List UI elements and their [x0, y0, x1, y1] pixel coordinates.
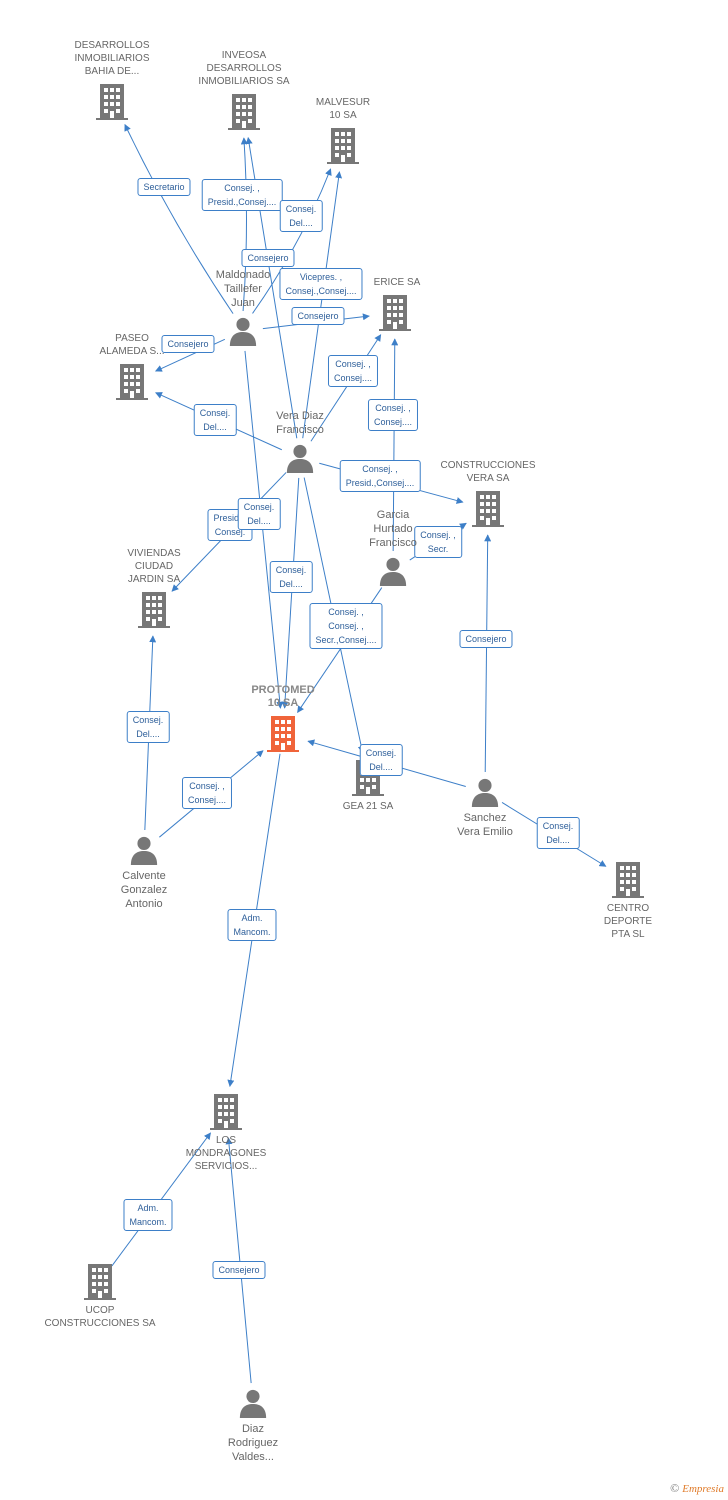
edge-label-diaz-mondragones[interactable]: Consejero: [212, 1261, 266, 1279]
edge-label-garcia-protomed[interactable]: Consej. , Consej. , Secr.,Consej....: [309, 603, 383, 649]
inveosa-building-icon[interactable]: [228, 94, 260, 130]
edge-maldonado-inveosa: [240, 137, 248, 312]
paseo-building-icon[interactable]: [116, 364, 148, 400]
edge-label-calvente-protomed[interactable]: Consej. , Consej....: [181, 777, 233, 809]
edge-label-vera_diaz-protomed[interactable]: Consej. Del....: [237, 498, 281, 530]
copyright: © Empresia: [670, 1481, 724, 1496]
edge-label-maldonado-paseo[interactable]: Consejero: [161, 335, 215, 353]
edge-label-sanchez-centro[interactable]: Consej. Del....: [536, 817, 580, 849]
edge-vera_diaz-inveosa: [245, 136, 298, 439]
edge-sanchez-construcciones: [484, 534, 492, 773]
edge-label-garcia-construcciones[interactable]: Consej. , Secr.: [414, 526, 462, 558]
mondragones-building-icon[interactable]: [210, 1094, 242, 1130]
centro-building-icon[interactable]: [612, 862, 644, 898]
edge-maldonado-malvesur: [252, 168, 332, 314]
edge-garcia-erice: [391, 338, 399, 552]
edge-label-vera_diaz-erice[interactable]: Consej. , Consej....: [327, 355, 379, 387]
edge-label-maldonado-inveosa[interactable]: Consej. , Presid.,Consej....: [201, 179, 283, 211]
calvente-person-icon[interactable]: [130, 836, 158, 865]
edge-label-protomed-mondragones[interactable]: Adm. Mancom.: [227, 909, 277, 941]
viviendas-building-icon[interactable]: [138, 592, 170, 628]
ucop-building-icon[interactable]: [84, 1264, 116, 1300]
edge-label-vera_diaz-construcciones[interactable]: Consej. , Presid.,Consej....: [339, 460, 421, 492]
edge-label-sanchez-protomed[interactable]: Consej. Del....: [359, 744, 403, 776]
edge-vera_diaz-erice: [310, 334, 382, 442]
copyright-symbol: ©: [670, 1481, 680, 1495]
edge-label-vera_diaz-paseo[interactable]: Consej. Del....: [193, 404, 237, 436]
sanchez-person-icon[interactable]: [471, 778, 499, 807]
edge-label-vera_diaz-inveosa[interactable]: Consejero: [241, 249, 295, 267]
edge-label-maldonado-erice[interactable]: Consejero: [291, 307, 345, 325]
edge-label-maldonado-malvesur[interactable]: Consej. Del....: [279, 200, 323, 232]
edge-diaz-mondragones: [225, 1137, 252, 1384]
edge-maldonado-paseo: [154, 338, 226, 372]
malvesur-building-icon[interactable]: [327, 128, 359, 164]
desarrollos-building-icon[interactable]: [96, 84, 128, 120]
edge-garcia-protomed: [297, 587, 383, 714]
construcciones-building-icon[interactable]: [472, 491, 504, 527]
edge-label-ucop-mondragones[interactable]: Adm. Mancom.: [123, 1199, 173, 1231]
edge-vera_diaz-protomed: [281, 477, 300, 709]
vera_diaz-person-icon[interactable]: [286, 444, 314, 473]
edge-label-garcia-erice[interactable]: Consej. , Consej....: [367, 399, 419, 431]
edge-label-vera_diaz-malvesur[interactable]: Vicepres. , Consej.,Consej....: [279, 268, 363, 300]
edge-label-calvente-viviendas[interactable]: Consej. Del....: [126, 711, 170, 743]
erice-building-icon[interactable]: [379, 295, 411, 331]
protomed-building-icon[interactable]: [267, 716, 299, 752]
edge-label-maldonado-desarrollos[interactable]: Secretario: [137, 178, 191, 196]
edge-vera_diaz-malvesur: [302, 171, 343, 439]
garcia-person-icon[interactable]: [379, 557, 407, 586]
maldonado-person-icon[interactable]: [229, 317, 257, 346]
edge-label-sanchez-construcciones[interactable]: Consejero: [459, 630, 513, 648]
brand-logo: Empresia: [682, 1483, 724, 1495]
edge-label-maldonado-protomed[interactable]: Consej. Del....: [269, 561, 313, 593]
diaz-person-icon[interactable]: [239, 1389, 267, 1418]
edge-maldonado-desarrollos: [124, 123, 234, 314]
